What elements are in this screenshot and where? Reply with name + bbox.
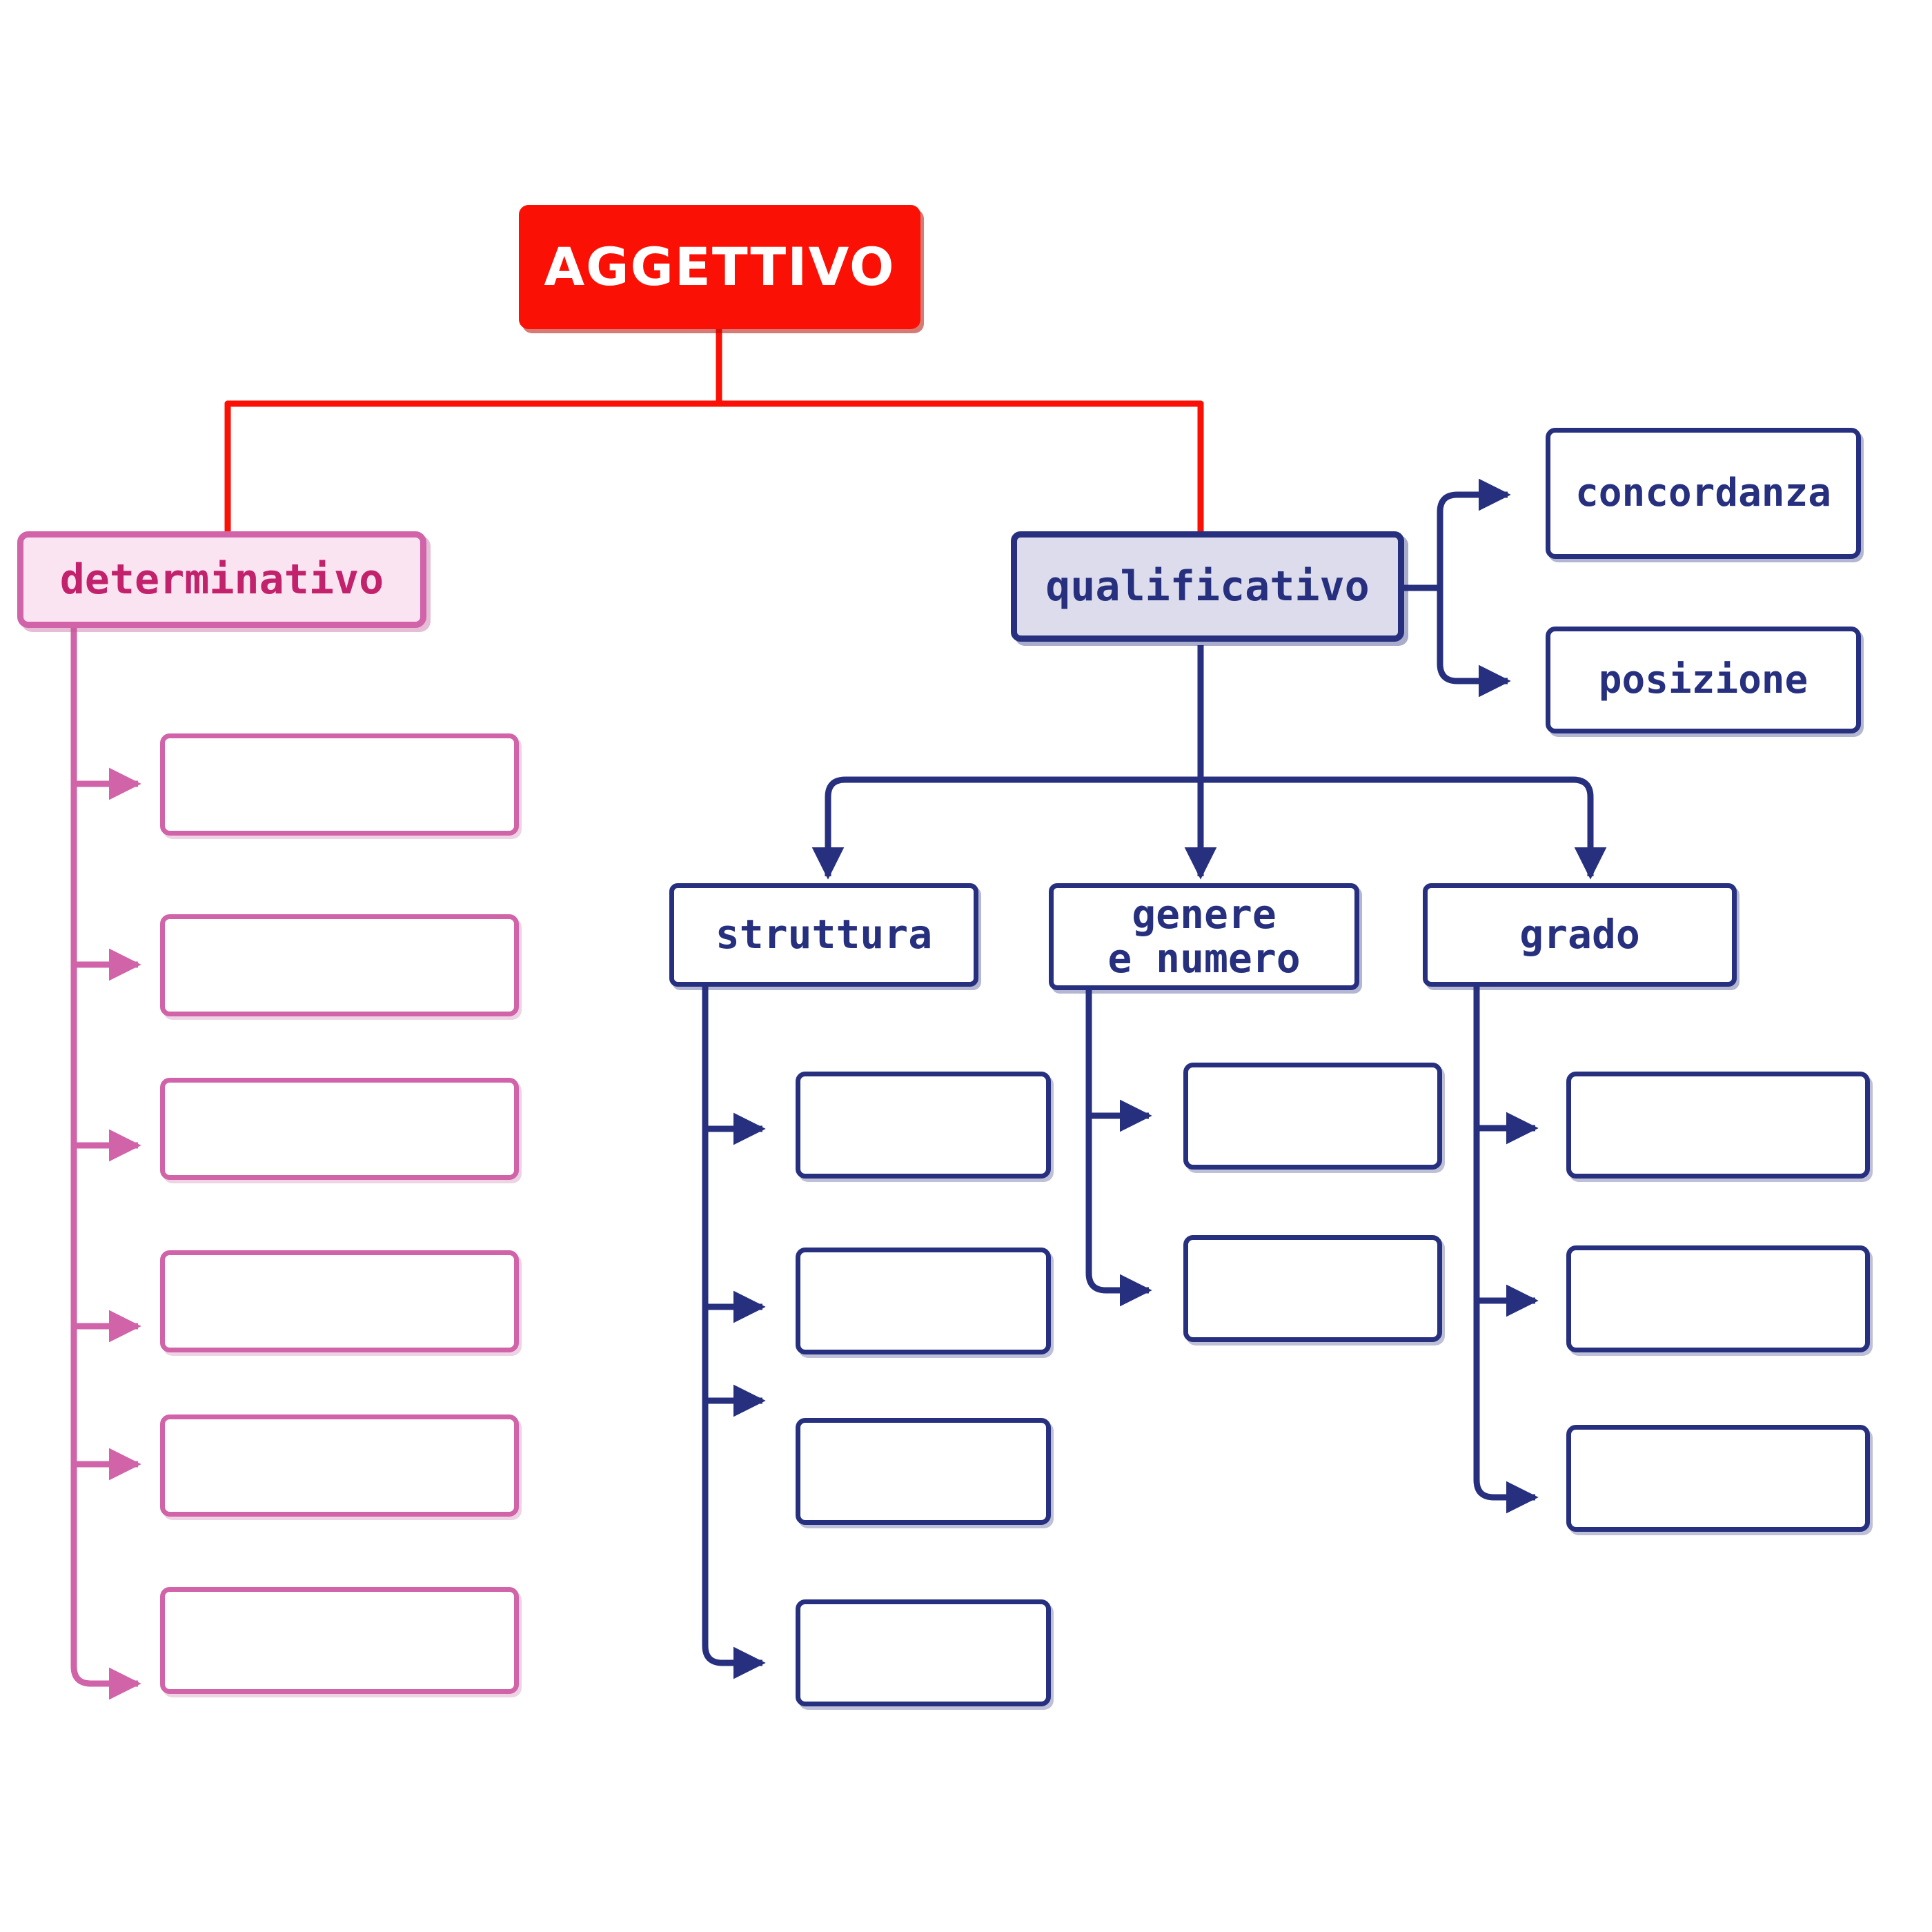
- connector-grado-spine: [1473, 987, 1508, 1501]
- node-grado[interactable]: grado: [1423, 883, 1737, 987]
- connector-qualificativo-right: [1404, 478, 1511, 698]
- node-qualificativo-label: qualificativo: [1045, 562, 1370, 611]
- slot-struttura-3[interactable]: [796, 1418, 1051, 1525]
- connector-struttura-spine: [702, 987, 738, 1666]
- slot-struttura-4[interactable]: [796, 1599, 1051, 1706]
- slot-determinativo-5[interactable]: [160, 1414, 519, 1517]
- slot-determinativo-2[interactable]: [160, 914, 519, 1016]
- slot-struttura-2[interactable]: [796, 1248, 1051, 1354]
- node-struttura-label: struttura: [715, 911, 933, 958]
- node-determinativo[interactable]: determinativo: [17, 531, 426, 628]
- node-posizione-label: posizione: [1598, 657, 1808, 702]
- node-struttura[interactable]: struttura: [669, 883, 978, 987]
- slot-determinativo-1[interactable]: [160, 733, 519, 836]
- node-aggettivo[interactable]: AGGETTIVO: [519, 205, 920, 329]
- slot-genere-numero-2[interactable]: [1183, 1235, 1442, 1342]
- slot-grado-1[interactable]: [1566, 1072, 1870, 1179]
- connector-qualificativo-down: [811, 645, 1607, 880]
- connector-grado-branches: [1477, 1112, 1539, 1514]
- connector-genere-spine: [1085, 988, 1118, 1294]
- node-genere-e-numero[interactable]: genere e numero: [1049, 883, 1359, 990]
- connector-root-split: [224, 324, 1204, 535]
- node-aggettivo-label: AGGETTIVO: [544, 236, 896, 298]
- slot-grado-2[interactable]: [1566, 1245, 1870, 1352]
- slot-grado-3[interactable]: [1566, 1425, 1870, 1532]
- slot-genere-numero-1[interactable]: [1183, 1063, 1442, 1170]
- node-concordanza-label: concordanza: [1575, 471, 1831, 516]
- node-concordanza[interactable]: concordanza: [1546, 428, 1861, 559]
- node-genere-e-numero-label: genere e numero: [1107, 890, 1301, 982]
- node-determinativo-label: determinativo: [59, 555, 384, 604]
- connector-struttura-branches: [705, 1112, 766, 1679]
- connector-determinativo-branches: [74, 767, 141, 1700]
- node-grado-label: grado: [1519, 911, 1640, 958]
- node-qualificativo[interactable]: qualificativo: [1011, 531, 1404, 642]
- slot-determinativo-4[interactable]: [160, 1250, 519, 1352]
- slot-determinativo-6[interactable]: [160, 1587, 519, 1694]
- connector-genere-branches: [1089, 1099, 1152, 1307]
- slot-struttura-1[interactable]: [796, 1072, 1051, 1179]
- connector-determinativo-spine: [70, 624, 103, 1687]
- node-posizione[interactable]: posizione: [1546, 627, 1861, 733]
- slot-determinativo-3[interactable]: [160, 1078, 519, 1180]
